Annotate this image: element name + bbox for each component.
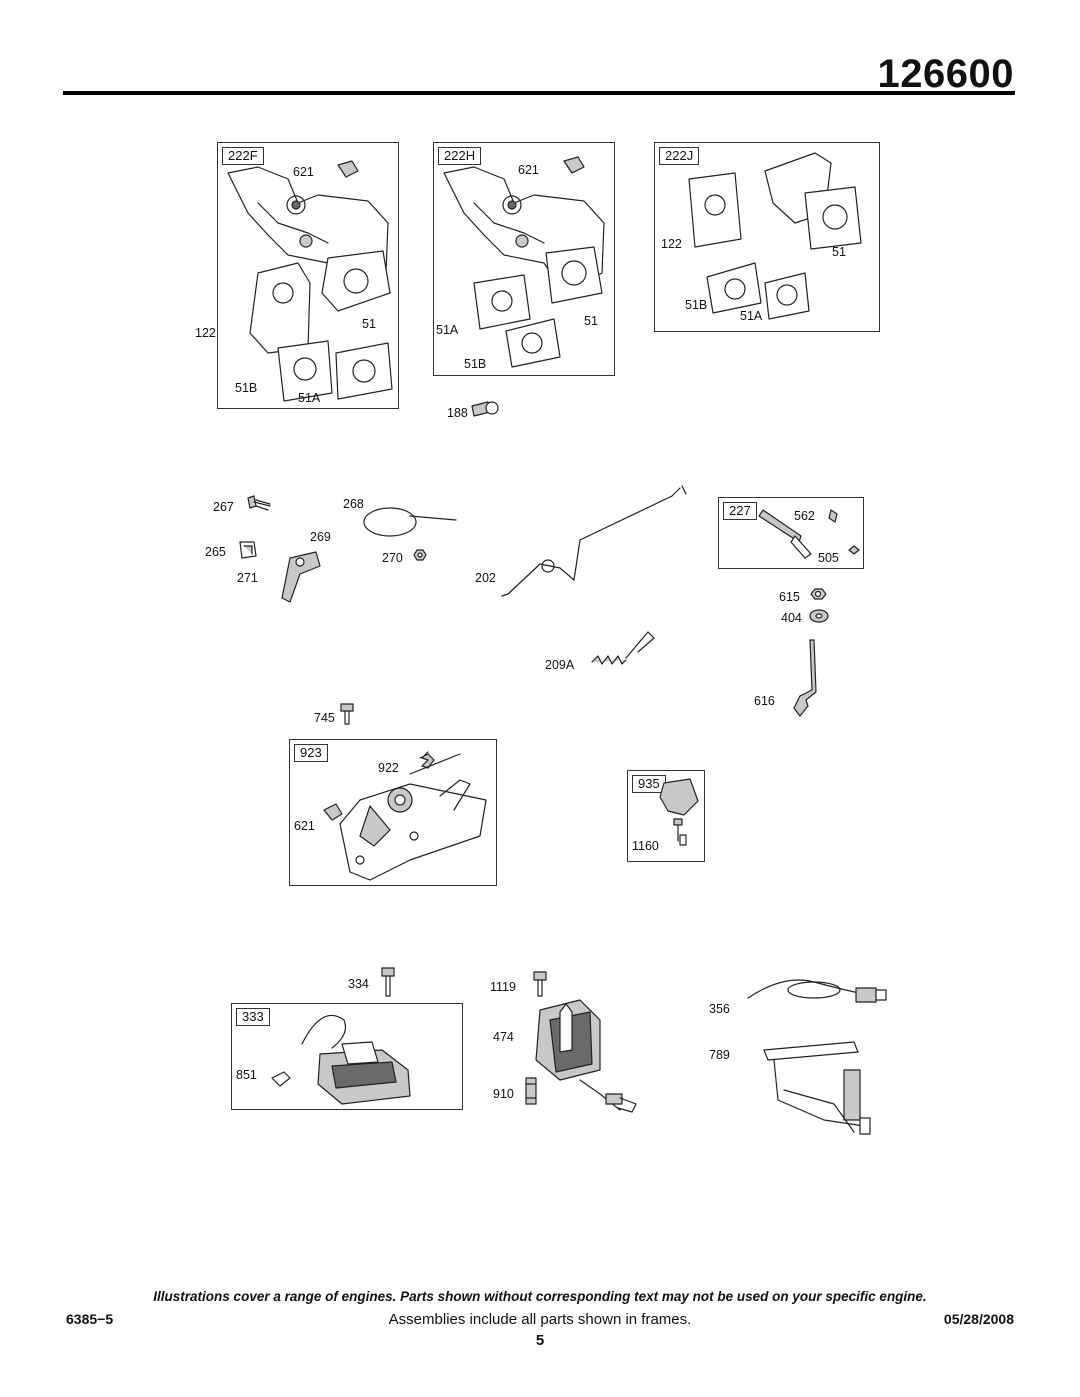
ignition-armature-illustration xyxy=(271,1014,411,1105)
frame-label: 935 xyxy=(632,775,666,793)
choke-lever-icon xyxy=(793,639,817,717)
wire-harness-icon xyxy=(763,1041,871,1135)
part-number: 51 xyxy=(362,317,376,331)
frame-333: 333 851 xyxy=(231,1003,463,1110)
bolt-icon xyxy=(471,401,499,417)
frame-label: 333 xyxy=(236,1008,270,1026)
part-number: 202 xyxy=(475,571,496,585)
part-number: 270 xyxy=(382,551,403,565)
part-number: 51 xyxy=(584,314,598,328)
part-number: 621 xyxy=(518,163,539,177)
part-number: 505 xyxy=(818,551,839,565)
screw-icon xyxy=(340,703,354,725)
frame-label: 923 xyxy=(294,744,328,762)
part-number: 404 xyxy=(781,611,802,625)
lever-assembly-illustration xyxy=(758,509,860,559)
part-number: 474 xyxy=(493,1030,514,1044)
part-number: 616 xyxy=(754,694,775,708)
governor-bracket-illustration xyxy=(443,156,605,368)
part-number: 356 xyxy=(709,1002,730,1016)
document-code: 6385−5 xyxy=(66,1311,114,1327)
frame-935: 935 1160 xyxy=(627,770,705,862)
frame-label: 222H xyxy=(438,147,482,165)
part-number: 1160 xyxy=(632,839,659,853)
part-number: 122 xyxy=(195,326,216,340)
model-number: 126600 xyxy=(877,52,1014,96)
part-number: 51A xyxy=(436,323,459,337)
bracket-illustration xyxy=(659,778,699,846)
part-number: 271 xyxy=(237,571,258,585)
part-number: 51B xyxy=(685,298,708,312)
screw-icon xyxy=(533,971,547,997)
frame-227: 227 562 505 xyxy=(718,497,864,569)
part-number: 562 xyxy=(794,509,815,523)
clip-icon xyxy=(239,541,257,559)
cable-icon xyxy=(363,507,457,537)
nut-icon xyxy=(413,549,427,561)
part-number: 188 xyxy=(447,406,468,420)
part-number: 1119 xyxy=(490,980,516,994)
part-number: 745 xyxy=(314,711,335,725)
frame-label: 222F xyxy=(222,147,264,165)
part-number: 209A xyxy=(545,658,575,672)
frame-label: 227 xyxy=(723,502,757,520)
screw-icon xyxy=(247,495,271,511)
part-number: 51A xyxy=(740,309,763,323)
part-number: 51B xyxy=(464,357,487,371)
part-number: 51 xyxy=(832,245,846,259)
part-number: 51A xyxy=(298,391,321,405)
part-number: 851 xyxy=(236,1068,257,1082)
governor-link-rod-icon xyxy=(501,485,687,597)
frame-222J: 222J 51 51B 51A xyxy=(654,142,880,332)
part-number: 621 xyxy=(294,819,315,833)
part-number: 334 xyxy=(348,977,369,991)
part-number: 267 xyxy=(213,500,234,514)
part-number: 910 xyxy=(493,1087,514,1101)
spacer-icon xyxy=(525,1077,537,1105)
washer-icon xyxy=(809,609,829,623)
frame-label: 222J xyxy=(659,147,700,165)
frame-222F: 222F 621 51 51B 51A xyxy=(217,142,399,409)
nut-icon xyxy=(810,588,827,600)
part-number: 122 xyxy=(661,237,682,251)
part-number: 51B xyxy=(235,381,258,395)
header-rule xyxy=(63,91,1015,95)
alternator-coil-icon xyxy=(535,999,637,1113)
governor-bracket-illustration xyxy=(227,160,393,402)
page-number: 5 xyxy=(535,1332,545,1349)
bracket-illustration xyxy=(688,152,862,320)
part-number: 268 xyxy=(343,497,364,511)
part-number: 615 xyxy=(779,590,800,604)
frame-222H: 222H 621 51A 51 51B xyxy=(433,142,615,376)
part-number: 265 xyxy=(205,545,226,559)
screw-icon xyxy=(381,967,395,997)
frame-923: 923 922 621 xyxy=(289,739,497,886)
part-number: 269 xyxy=(310,530,331,544)
footer-note: Assemblies include all parts shown in fr… xyxy=(388,1311,692,1328)
part-number: 621 xyxy=(293,165,314,179)
disclaimer: Illustrations cover a range of engines. … xyxy=(153,1289,927,1304)
part-number: 789 xyxy=(709,1048,730,1062)
wire-icon xyxy=(747,979,887,1003)
document-date: 05/28/2008 xyxy=(943,1311,1014,1327)
spring-icon xyxy=(591,631,655,665)
control-bracket-illustration xyxy=(323,751,487,881)
part-number: 922 xyxy=(378,761,399,775)
lever-icon xyxy=(281,551,321,603)
